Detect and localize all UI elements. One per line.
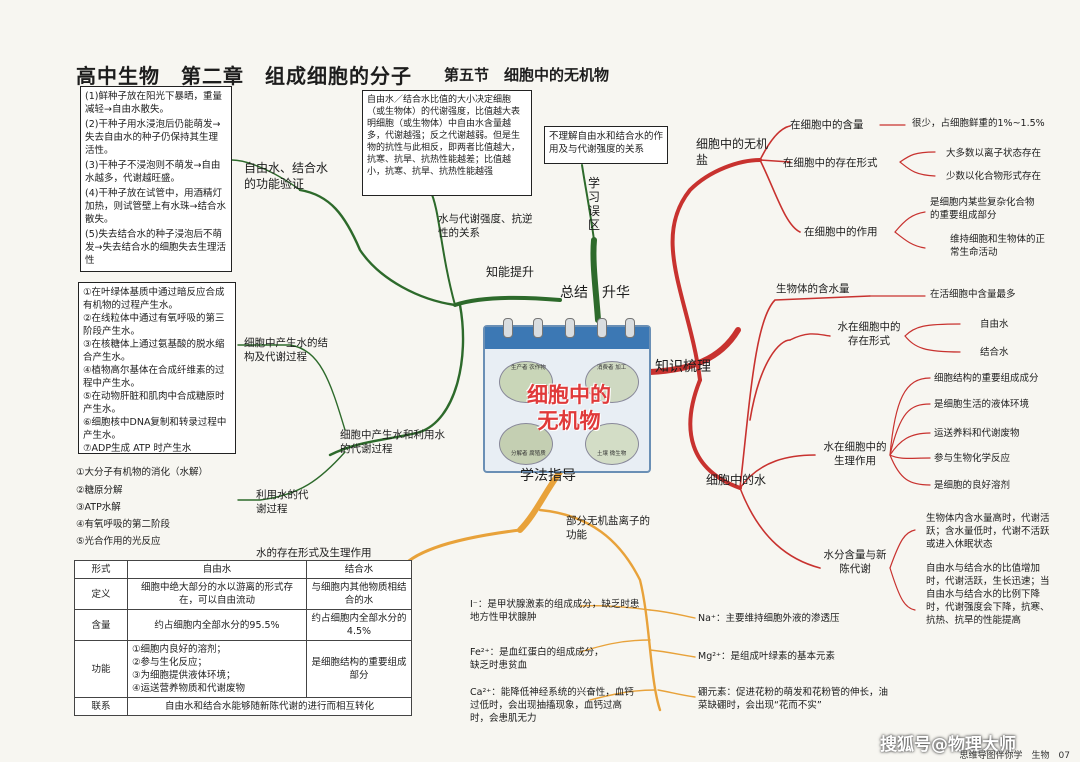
water-role-item-5: 是细胞的良好溶剂 [934, 480, 1011, 491]
node-produce-use: 细胞中产生水和利用水的代谢过程 [340, 429, 445, 455]
watermark: 搜狐号@物理大师 [880, 735, 1016, 755]
water-form-bound: 结合水 [980, 347, 1009, 358]
node-water-meta: 水分含量与新陈代谢 [823, 549, 887, 575]
table-header-row: 形式 自由水 结合水 [74, 560, 412, 579]
page-title: 高中生物 第二章 组成细胞的分子 [76, 64, 412, 88]
water-role-item-3: 运送养料和代谢废物 [934, 428, 1020, 439]
salt-role-item-2: 维持细胞和生物体的正常生命活动 [950, 234, 1046, 258]
center-title-line1: 细胞中的 [527, 383, 611, 407]
salt-form-item-1: 大多数以离子状态存在 [946, 148, 1042, 159]
node-produce: 细胞中产生水的结构及代谢过程 [244, 337, 328, 363]
illustration-bottom-left [499, 423, 553, 465]
center-calendar: 生产者 农作物 消费者 加工 分解者 腐殖质 土壤 微生物 细胞中的 无机物 [483, 318, 651, 473]
verify-box: (1)鲜种子放在阳光下暴晒，重量减轻→自由水散失。 (2)干种子用水浸泡后仍能萌… [80, 86, 232, 272]
ion-boron: 硼元素：促进花粉的萌发和花粉管的伸长，油菜缺硼时，会出现“花而不实” [698, 687, 889, 711]
relation-box: 自由水／结合水比值的大小决定细胞（或生物体）的代谢强度，比值越大表明细胞（或生物… [362, 90, 532, 196]
ion-calcium: Ca²⁺：能降低神经系统的兴奋性，血钙过低时，会出现抽搐现象，血钙过高时，会患肌… [470, 687, 634, 724]
water-meta-item-1: 生物体内含水量高时，代谢活跃；含水量低时，代谢不活跃或进入休眠状态 [926, 513, 1050, 550]
branch-salt [670, 158, 762, 382]
pic-label-3: 分解者 腐殖质 [511, 451, 546, 457]
ion-iodine: I⁻：是甲状腺激素的组成成分，缺乏时患地方性甲状腺肿 [470, 599, 640, 623]
mistake-box: 不理解自由水和结合水的作用及与代谢强度的关系 [544, 126, 668, 164]
node-water-form: 水在细胞中的存在形式 [837, 321, 901, 347]
node-salt-form: 在细胞中的存在形式 [783, 157, 878, 169]
water-amount-value: 在活细胞中含量最多 [930, 289, 1016, 300]
water-role-item-4: 参与生物化学反应 [934, 453, 1011, 464]
water-role-item-1: 细胞结构的重要组成成分 [934, 373, 1039, 384]
table-row: 功能 ①细胞内良好的溶剂； ②参与生化反应； ③为细胞提供液体环境； ④运送营养… [74, 640, 412, 698]
table-row: 含量 约占细胞内全部水分的95.5% 约占细胞内全部水分的4.5% [74, 609, 412, 641]
node-relation: 水与代谢强度、抗逆性的关系 [438, 213, 533, 239]
label-summary: 总结 升华 [560, 285, 630, 301]
node-mistake: 学习误区 [588, 176, 601, 232]
use-item-3: ③ATP水解 [76, 502, 121, 513]
label-knowledge: 知识梳理 [655, 359, 711, 375]
illustration-bottom-right [585, 423, 639, 465]
produce-box: ①在叶绿体基质中通过暗反应合成有机物的过程产生水。 ②在线粒体中通过有氧呼吸的第… [78, 282, 236, 454]
branch-ability [453, 295, 562, 307]
node-use: 利用水的代谢过程 [256, 489, 309, 515]
water-meta-item-2: 自由水与结合水的比值增加时，代谢活跃，生长迅速；当自由水与结合水的比例下降时，代… [926, 563, 1050, 626]
node-ability: 知能提升 [486, 265, 535, 279]
node-salt-role: 在细胞中的作用 [804, 226, 878, 238]
branch-method-main [517, 469, 563, 533]
table-caption: 水的存在形式及生理作用 [256, 547, 372, 559]
center-title-line2: 无机物 [537, 409, 601, 433]
ion-sodium: Na⁺：主要维持细胞外液的渗透压 [698, 613, 840, 624]
water-form-free: 自由水 [980, 319, 1009, 330]
water-role-item-2: 是细胞生活的液体环境 [934, 399, 1030, 410]
table-row: 定义 细胞中绝大部分的水以游离的形式存在，可以自由流动 与细胞内其他物质相结合的… [74, 578, 412, 610]
use-item-5: ⑤光合作用的光反应 [76, 536, 161, 547]
node-water-amount: 生物体的含水量 [776, 283, 850, 295]
node-water: 细胞中的水 [706, 473, 767, 487]
branch-water [688, 378, 742, 490]
node-water-role: 水在细胞中的生理作用 [823, 441, 887, 467]
salt-form-item-2: 少数以化合物形式存在 [946, 171, 1042, 182]
page-footer: 思维导图伴你学 生物 07 [959, 751, 1070, 761]
section-title: 第五节 细胞中的无机物 [444, 66, 610, 84]
pic-label-2: 消费者 加工 [597, 365, 627, 371]
table-row: 联系 自由水和结合水能够随新陈代谢的进行而相互转化 [74, 697, 412, 716]
use-item-2: ②糖原分解 [76, 485, 123, 496]
use-item-4: ④有氧呼吸的第二阶段 [76, 519, 171, 530]
ion-magnesium: Mg²⁺：是组成叶绿素的基本元素 [698, 651, 836, 662]
pic-label-1: 生产者 农作物 [511, 365, 546, 371]
ion-iron: Fe²⁺：是血红蛋白的组成成分，缺乏时患贫血 [470, 647, 604, 671]
branch-summary-main [590, 237, 601, 323]
illustration-top-left [499, 361, 553, 403]
label-method: 学法指导 [520, 468, 576, 484]
salt-content-value: 很少，占细胞鲜重的1%~1.5% [912, 118, 1045, 129]
node-ions: 部分无机盐离子的功能 [566, 515, 650, 541]
salt-role-item-1: 是细胞内某些复杂化合物的重要组成部分 [930, 197, 1035, 221]
use-item-1: ①大分子有机物的消化（水解） [76, 467, 209, 478]
node-verify: 自由水、结合水的功能验证 [244, 161, 329, 191]
node-salt-content: 在细胞中的含量 [790, 119, 864, 131]
pic-label-4: 土壤 微生物 [597, 451, 627, 457]
illustration-top-right [585, 361, 639, 403]
node-salt: 细胞中的无机盐 [696, 137, 769, 167]
water-forms-table: 形式 自由水 结合水 定义 细胞中绝大部分的水以游离的形式存在，可以自由流动 与… [74, 560, 412, 716]
branch-knowledge-main [647, 327, 741, 375]
